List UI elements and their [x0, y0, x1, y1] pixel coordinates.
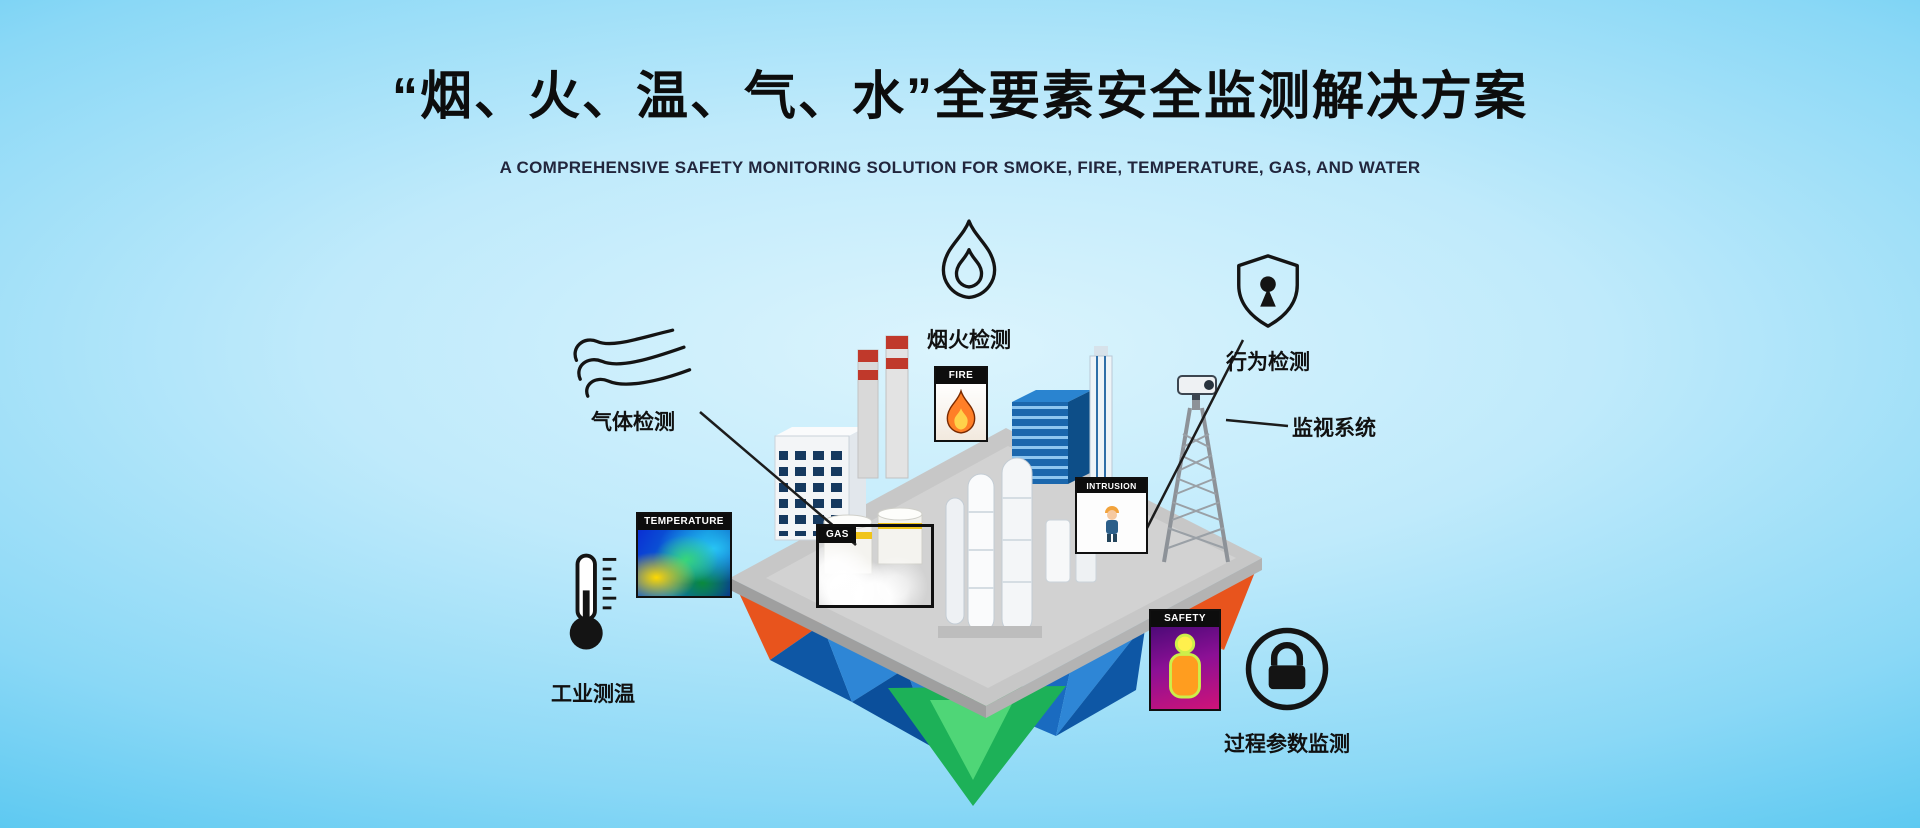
shield-keyhole-icon: [1237, 254, 1299, 328]
connector-lines: [699, 339, 1289, 546]
thermal-person-icon: [1169, 633, 1201, 699]
chimneys: [857, 335, 909, 479]
ptz-camera-icon: [1177, 375, 1217, 400]
page-title: “烟、火、温、气、水”全要素安全监测解决方案: [391, 68, 1528, 126]
tile-safety: SAFETY: [1149, 609, 1221, 711]
tile-temperature: TEMPERATURE: [636, 512, 732, 598]
tile-intrusion-label: INTRUSION: [1077, 479, 1146, 494]
surveillance-tower: [1162, 375, 1230, 563]
callout-smoke-fire-label: 烟火检测: [927, 329, 1011, 352]
flame-outline-icon: [941, 219, 997, 300]
page-subtitle: A COMPREHENSIVE SAFETY MONITORING SOLUTI…: [499, 158, 1421, 177]
thermal-image: [638, 530, 730, 596]
behavior-connector-line: [1144, 339, 1245, 531]
tile-safety-label: SAFETY: [1151, 611, 1219, 627]
callout-gas-label: 气体检测: [591, 411, 675, 434]
padlock-circle-icon: [1245, 627, 1329, 711]
tile-intrusion: INTRUSION: [1075, 477, 1148, 554]
callout-process-label: 过程参数监测: [1224, 733, 1350, 756]
safety-thermal-image: [1151, 627, 1219, 709]
fire-image: [936, 384, 986, 440]
glass-building: [1012, 390, 1092, 484]
gas-smoke-image: [819, 543, 931, 605]
tile-gas-label: GAS: [819, 527, 856, 543]
worker-icon: [1104, 505, 1119, 542]
tile-fire-label: FIRE: [936, 368, 986, 384]
callout-industrial-temperature: 工业测温: [536, 548, 650, 708]
tile-fire: FIRE: [934, 366, 988, 442]
callout-smoke-fire-detection: 烟火检测: [918, 216, 1020, 354]
callout-gas-detection: 气体检测: [567, 326, 699, 436]
gas-connector-line: [699, 411, 857, 546]
callout-temperature-label: 工业测温: [551, 683, 635, 706]
tile-temperature-label: TEMPERATURE: [638, 514, 730, 530]
distillation-columns: [938, 457, 1042, 638]
callout-process-monitoring: 过程参数监测: [1214, 625, 1360, 758]
column-tower: [1089, 346, 1113, 487]
gas-waves-icon: [573, 328, 692, 398]
callout-behavior-label: 行为检测: [1226, 351, 1310, 374]
tile-gas: GAS: [816, 524, 934, 608]
thermometer-icon: [569, 553, 617, 650]
callout-surveillance-label: 监视系统: [1292, 417, 1376, 440]
callout-behavior-detection: 行为检测: [1216, 252, 1320, 376]
flame-filled-icon: [946, 389, 976, 434]
intrusion-image: [1077, 493, 1146, 552]
surveillance-connector-line: [1225, 418, 1289, 428]
